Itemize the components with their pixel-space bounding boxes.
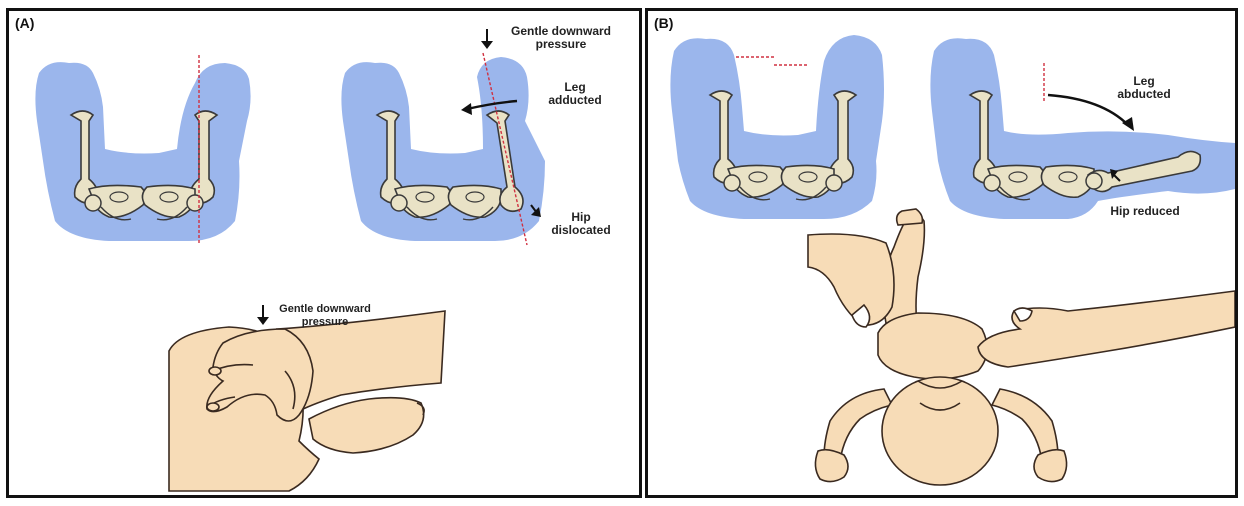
- hip-reduced-label: Hip reduced: [1092, 205, 1198, 218]
- leg-adducted-line2: adducted: [535, 94, 615, 107]
- baby-silhouette-3: [670, 35, 884, 219]
- baby-silhouette-2: [341, 57, 545, 241]
- panel-a-barlow-test: (A) Gentle downward pressure Leg adducte…: [6, 8, 642, 498]
- bottom-pressure-label: Gentle downward pressure: [265, 303, 385, 329]
- hip-dislocated-line2: dislocated: [537, 224, 625, 237]
- top-pressure-line2: pressure: [501, 38, 621, 51]
- leg-abducted-line2: abducted: [1104, 88, 1184, 101]
- baby-silhouette-1: [35, 62, 250, 241]
- panel-a-label: (A): [15, 15, 34, 31]
- panel-b-ortolani-test: (B) Leg abducted Hip reduced: [645, 8, 1238, 498]
- bottom-pressure-line2: pressure: [265, 316, 385, 329]
- down-arrow-icon: [481, 29, 493, 49]
- bottom-pressure-line1: Gentle downward: [265, 303, 385, 316]
- leg-adducted-label: Leg adducted: [535, 81, 615, 107]
- leg-abducted-label: Leg abducted: [1104, 75, 1184, 101]
- infant-examination-illustration: [808, 209, 1235, 485]
- panel-b-label: (B): [654, 15, 673, 31]
- top-pressure-label: Gentle downward pressure: [501, 25, 621, 51]
- hand-on-hip-illustration: [169, 311, 445, 491]
- hip-dislocated-label: Hip dislocated: [537, 211, 625, 237]
